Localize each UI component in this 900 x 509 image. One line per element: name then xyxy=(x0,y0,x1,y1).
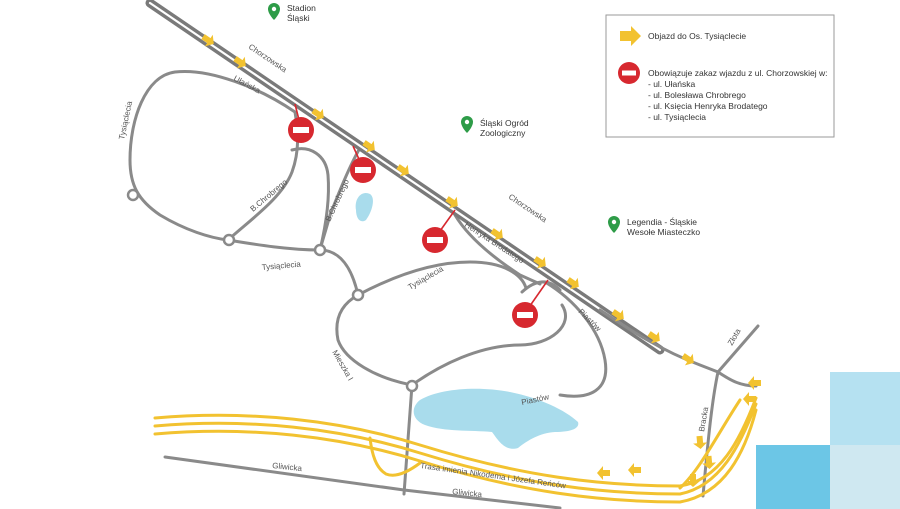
detour-arrow-icon xyxy=(362,140,375,153)
street-label-tysiaclecia: Tysiąclecia xyxy=(261,260,301,272)
poi-label: Śląski Ogród xyxy=(480,117,529,128)
road-piastow-loop xyxy=(410,303,567,387)
poi-label: Śląski xyxy=(287,12,310,23)
detour-arrow-icon xyxy=(533,256,546,269)
road-ulanska-loop xyxy=(128,69,297,242)
poi-label: Legendia - Śląskie xyxy=(627,216,697,227)
detour-arrow-icon xyxy=(597,466,610,480)
detour-arrow-icon xyxy=(445,196,458,209)
road-piastow-right xyxy=(543,280,608,398)
street-label-chrobrego: B.Chrobrego xyxy=(249,177,290,213)
corner-square-pale xyxy=(830,445,900,509)
no-entry-bar xyxy=(293,127,309,133)
no-entry-bar xyxy=(517,312,533,318)
detour-arrow-icon xyxy=(693,435,708,449)
street-label-gliwicka: Gliwicka xyxy=(272,461,303,473)
legend-noentry-item: - ul. Ułańska xyxy=(648,79,696,89)
detour-arrow-icon xyxy=(681,353,694,366)
pin-dot xyxy=(464,119,470,125)
junction-circle xyxy=(313,243,327,257)
road-mieszka-south xyxy=(402,383,414,496)
street-label-mieszka: Mieszka I xyxy=(330,349,355,383)
detour-arrow-icon xyxy=(748,376,761,390)
detour-arrow-icon xyxy=(611,309,624,322)
highway-lane xyxy=(368,436,422,477)
detour-arrow-icon xyxy=(311,108,324,121)
street-label-bracka: Bracka xyxy=(697,406,710,433)
legend-noentry-item: - ul. Bolesława Chrobrego xyxy=(648,90,746,100)
road-brodatego xyxy=(453,213,542,286)
street-label-zlota: Złota xyxy=(726,327,743,347)
legend-noentry-title: Obowiązuje zakaz wjazdu z ul. Chorzowski… xyxy=(648,68,828,78)
poi-label: Zoologiczny xyxy=(480,128,526,138)
location-pin-icon xyxy=(608,216,620,233)
legend-noentry-item: - ul. Tysiąclecia xyxy=(648,112,706,122)
detour-arrow-icon xyxy=(396,164,409,177)
location-pin-icon xyxy=(461,116,473,133)
detour-arrow-icon xyxy=(647,331,660,344)
junction-circle xyxy=(222,233,236,247)
road-mieszka-loop xyxy=(335,293,414,387)
street-label-gliwicka: Gliwicka xyxy=(452,487,483,499)
poi-stadion: Stadion Śląski xyxy=(268,3,316,23)
corner-square-dark xyxy=(756,445,830,509)
detour-arrow-icon xyxy=(620,26,641,46)
highway-lane xyxy=(153,408,758,504)
street-label-chorzowska: Chorzowska xyxy=(507,192,549,224)
lake-large xyxy=(413,388,579,449)
poi-label: Stadion xyxy=(287,3,316,13)
no-entry-icon-bar xyxy=(622,70,636,76)
pond-small xyxy=(355,192,373,222)
detour-arrow-icon xyxy=(686,474,700,487)
poi-legendia: Legendia - Śląskie Wesołe Miasteczko xyxy=(608,216,700,237)
legend-noentry-item: - ul. Księcia Henryka Brodatego xyxy=(648,101,768,111)
detour-arrow-icon xyxy=(702,455,717,469)
highway-lane xyxy=(153,396,758,488)
highway-lane xyxy=(678,398,742,490)
detour-arrow-icon xyxy=(628,463,641,477)
location-pin-icon xyxy=(268,3,280,20)
highway-lane xyxy=(153,402,758,496)
legend-box xyxy=(605,14,835,138)
detour-arrows xyxy=(201,34,761,487)
road-tysiaclecia-mid xyxy=(356,260,528,297)
road-piastow-link xyxy=(520,280,562,294)
no-entry-signs xyxy=(288,117,538,328)
junction-circle xyxy=(405,379,419,393)
detour-arrow-icon xyxy=(233,56,246,69)
road-chrobrego-loop xyxy=(290,147,330,252)
road-chrobrego-1 xyxy=(226,110,300,242)
road-gliwicka xyxy=(163,455,562,509)
pin-dot xyxy=(271,6,277,12)
no-entry-bar xyxy=(427,237,443,243)
pin-dot xyxy=(611,219,617,225)
junction-circle xyxy=(351,288,365,302)
junction-circle xyxy=(126,188,140,202)
no-entry-bar xyxy=(355,167,371,173)
road-chorzowska-south xyxy=(598,308,720,374)
poi-label: Wesołe Miasteczko xyxy=(627,227,700,237)
legend-detour-label: Objazd do Os. Tysiąclecie xyxy=(648,31,746,41)
detour-arrow-icon xyxy=(743,392,756,406)
detour-arrow-icon xyxy=(201,34,214,47)
legend: Objazd do Os. Tysiąclecie Obowiązuje zak… xyxy=(605,14,835,138)
detour-arrow-icon xyxy=(490,228,503,241)
poi-zoo: Śląski Ogród Zoologiczny xyxy=(461,116,529,138)
road-chorzowska-center xyxy=(148,1,662,352)
corner-square-light xyxy=(830,372,900,445)
detour-arrow-icon xyxy=(566,277,579,290)
road-zlota xyxy=(716,324,760,374)
